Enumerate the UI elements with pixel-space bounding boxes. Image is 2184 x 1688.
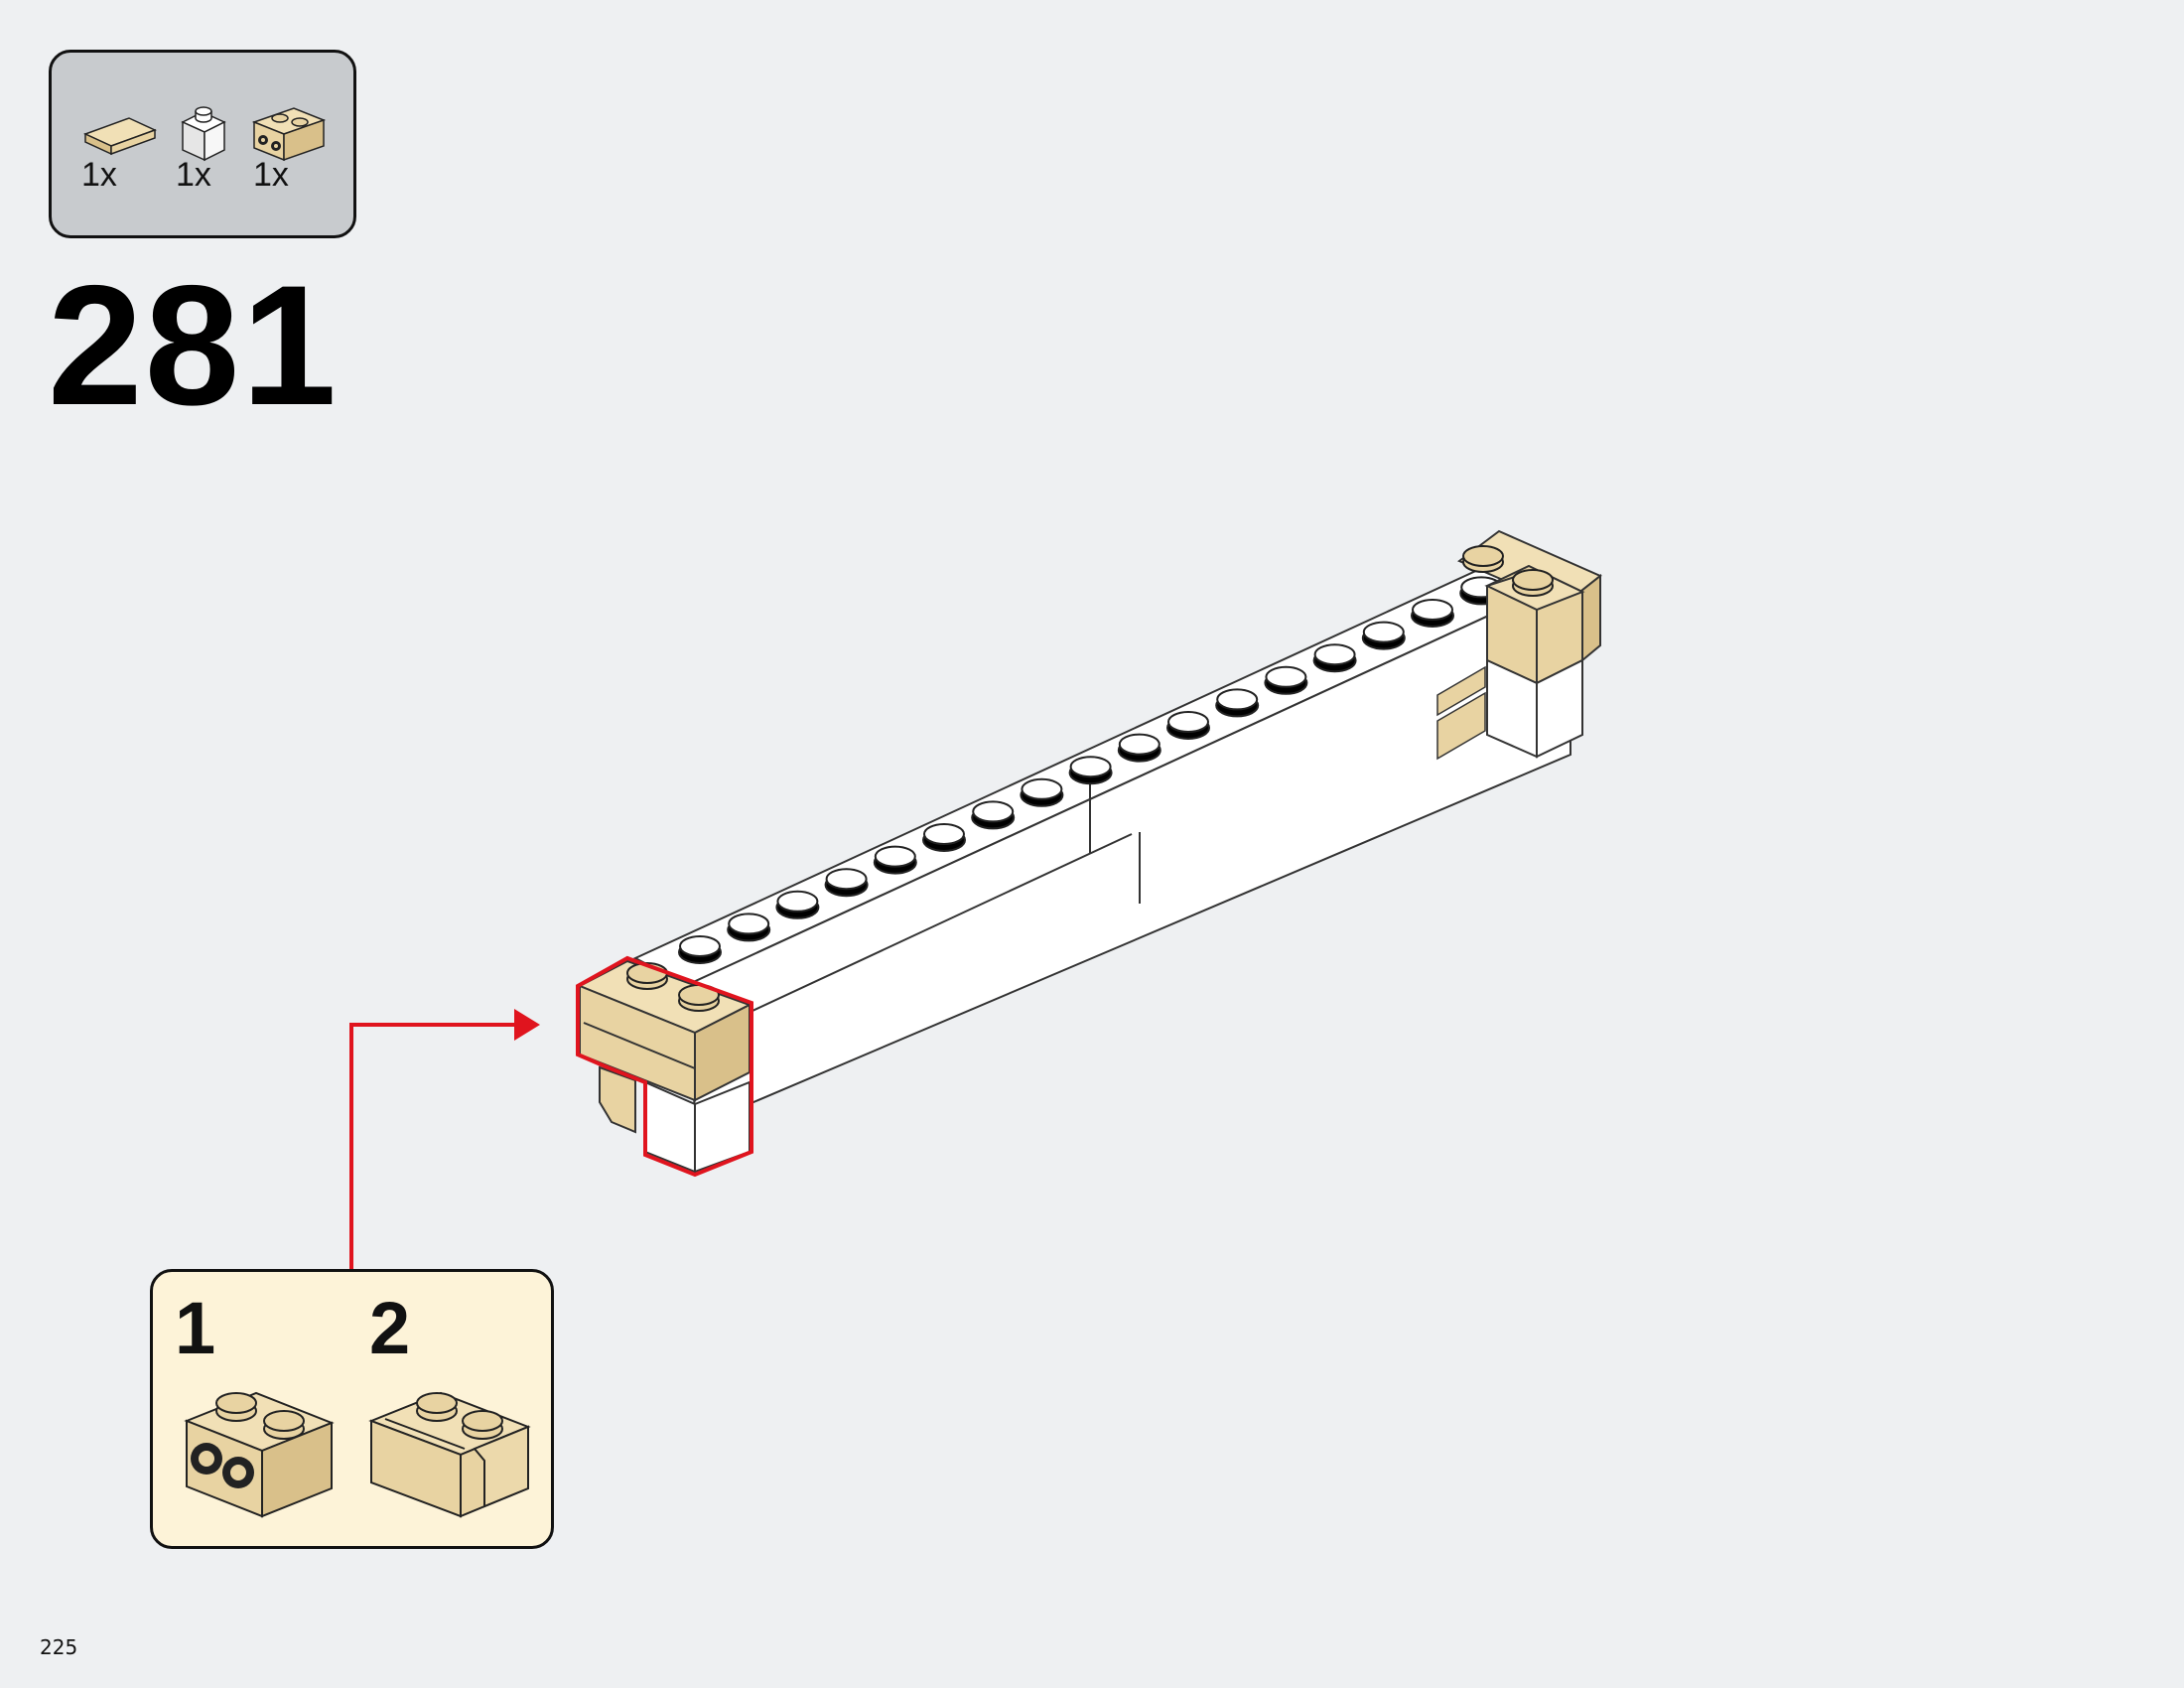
- callout-arrow-line: [349, 1023, 516, 1271]
- tan-1x2-tile-icon: [83, 117, 157, 156]
- beam-stud: [775, 890, 820, 919]
- beam-stud: [922, 823, 966, 852]
- beam-studs-row: [678, 576, 1504, 964]
- callout-arrow-head: [514, 1009, 540, 1041]
- white-beam-side: [685, 576, 1571, 1124]
- beam-stud: [971, 800, 1016, 830]
- tan-brick-with-tile-attached-icon: [368, 1391, 531, 1518]
- beam-stud: [727, 913, 771, 942]
- substep-callout-box: 1 2: [150, 1269, 554, 1549]
- beam-stud: [1117, 733, 1161, 763]
- page-number: 225: [40, 1635, 78, 1659]
- white-1x1-brick-icon: [181, 106, 226, 162]
- part-count: 1x: [81, 156, 117, 194]
- beam-stud: [1312, 643, 1357, 673]
- beam-stud: [1264, 665, 1308, 695]
- tan-brick-with-side-studs-icon: [184, 1391, 335, 1518]
- beam-stud: [1020, 777, 1064, 807]
- new-parts-highlight: [576, 955, 753, 1178]
- part-count: 1x: [176, 156, 211, 194]
- tan-1x2-brick-with-studs-on-side-icon: [251, 107, 327, 162]
- part-count: 1x: [253, 156, 289, 194]
- parts-list-box: 1x 1x 1x: [49, 50, 356, 238]
- beam-stud: [1068, 756, 1113, 785]
- beam-stud: [1361, 621, 1406, 650]
- substep-number: 2: [369, 1287, 411, 1369]
- beam-stud: [1166, 711, 1210, 740]
- beam-stud: [678, 935, 722, 964]
- step-number: 281: [48, 250, 339, 441]
- beam-stud: [1215, 688, 1260, 718]
- beam-stud: [873, 845, 917, 875]
- beam-stud: [1411, 599, 1454, 628]
- substep-number: 1: [175, 1287, 216, 1369]
- beam-stud: [824, 868, 869, 898]
